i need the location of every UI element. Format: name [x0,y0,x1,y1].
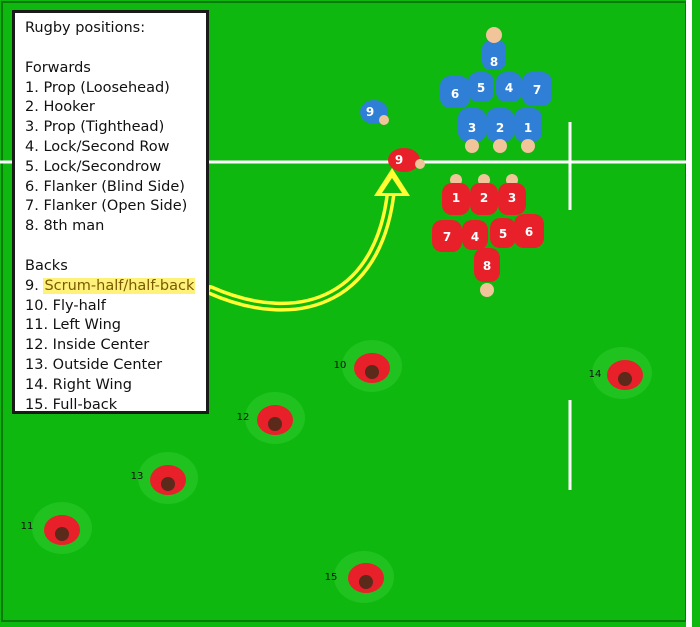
svg-text:6: 6 [451,87,459,101]
blue-jersey-8: 8 [490,55,498,69]
svg-text:15: 15 [325,572,338,583]
back-item: 12. Inside Center [25,337,150,354]
svg-text:4: 4 [471,230,479,244]
forward-item: 5. Lock/Secondrow [25,158,162,175]
svg-text:5: 5 [499,227,507,241]
svg-text:10: 10 [334,360,347,371]
touchline [686,0,692,627]
back-item: 11. Left Wing [25,317,121,334]
blue-player-8: 8 [482,27,506,70]
forward-item: 2. Hooker [25,99,95,116]
back-item: 10. Fly-half [25,297,106,314]
red-player-6: 6 [514,214,544,248]
back-item: 15. Full-back [25,396,118,413]
forward-item: 1. Prop (Loosehead) [25,79,170,96]
svg-text:8: 8 [483,259,491,273]
red-back-15: 15 [325,563,384,593]
red-back-14: 14 [589,360,643,390]
blue-player-5: 5 [468,72,494,102]
svg-text:5: 5 [477,81,485,95]
blue-player-4: 4 [496,72,522,102]
back-item: 13. Outside Center [25,356,163,373]
forward-item: 7. Flanker (Open Side) [25,198,188,215]
blue-scrum: 8 6 5 4 7 3 2 [440,27,552,153]
svg-text:6: 6 [525,225,533,239]
red-player-8: 8 [474,248,500,297]
positions-legend: Rugby positions: Forwards 1. Prop (Loose… [12,10,209,414]
red-player-3: 3 [498,174,526,215]
svg-text:2: 2 [496,121,504,135]
blue-player-1: 1 [514,108,542,153]
forward-item: 6. Flanker (Blind Side) [25,178,185,195]
red-player-5: 5 [490,218,516,248]
blue-player-3: 3 [458,108,486,153]
red-back-12: 12 [237,405,293,435]
svg-text:7: 7 [443,230,451,244]
backs-title: Backs [25,257,68,274]
blue-player-2: 2 [486,108,514,153]
forward-item: 4. Lock/Second Row [25,138,170,155]
red-scrum: 1 2 3 7 4 5 6 8 [432,174,544,297]
forwards-title: Forwards [25,59,91,76]
svg-text:14: 14 [589,369,602,380]
red-back-13: 13 [131,465,186,495]
forward-item: 3. Prop (Tighthead) [25,119,165,136]
svg-text:12: 12 [237,412,250,423]
back-item-prefix: 9. [25,277,44,294]
pass-arrow [205,168,410,312]
svg-text:9: 9 [366,105,374,119]
blue-scrumhalf: 9 [360,100,389,125]
red-player-4: 4 [462,220,488,250]
svg-text:11: 11 [21,521,34,532]
back-item: 14. Right Wing [25,376,132,393]
red-player-7: 7 [432,220,462,252]
red-player-1: 1 [442,174,470,215]
svg-text:13: 13 [131,471,144,482]
svg-text:2: 2 [480,191,488,205]
red-back-11: 11 [21,515,80,545]
legend-title: Rugby positions: [25,20,146,36]
blue-player-6: 6 [440,76,470,108]
forward-item: 8. 8th man [25,218,105,235]
svg-text:3: 3 [468,121,476,135]
back-item-highlighted: 9. Scrum-half/half-back [25,277,206,297]
blue-player-7: 7 [522,72,552,106]
svg-text:4: 4 [505,81,513,95]
red-scrumhalf: 9 [388,148,425,172]
red-player-2: 2 [470,174,498,215]
red-back-10: 10 [334,353,390,383]
svg-text:1: 1 [524,121,532,135]
svg-text:9: 9 [395,153,403,167]
svg-text:1: 1 [452,191,460,205]
svg-text:3: 3 [508,191,516,205]
svg-text:7: 7 [533,83,541,97]
scrumhalf-highlight: Scrum-half/half-back [43,277,196,294]
